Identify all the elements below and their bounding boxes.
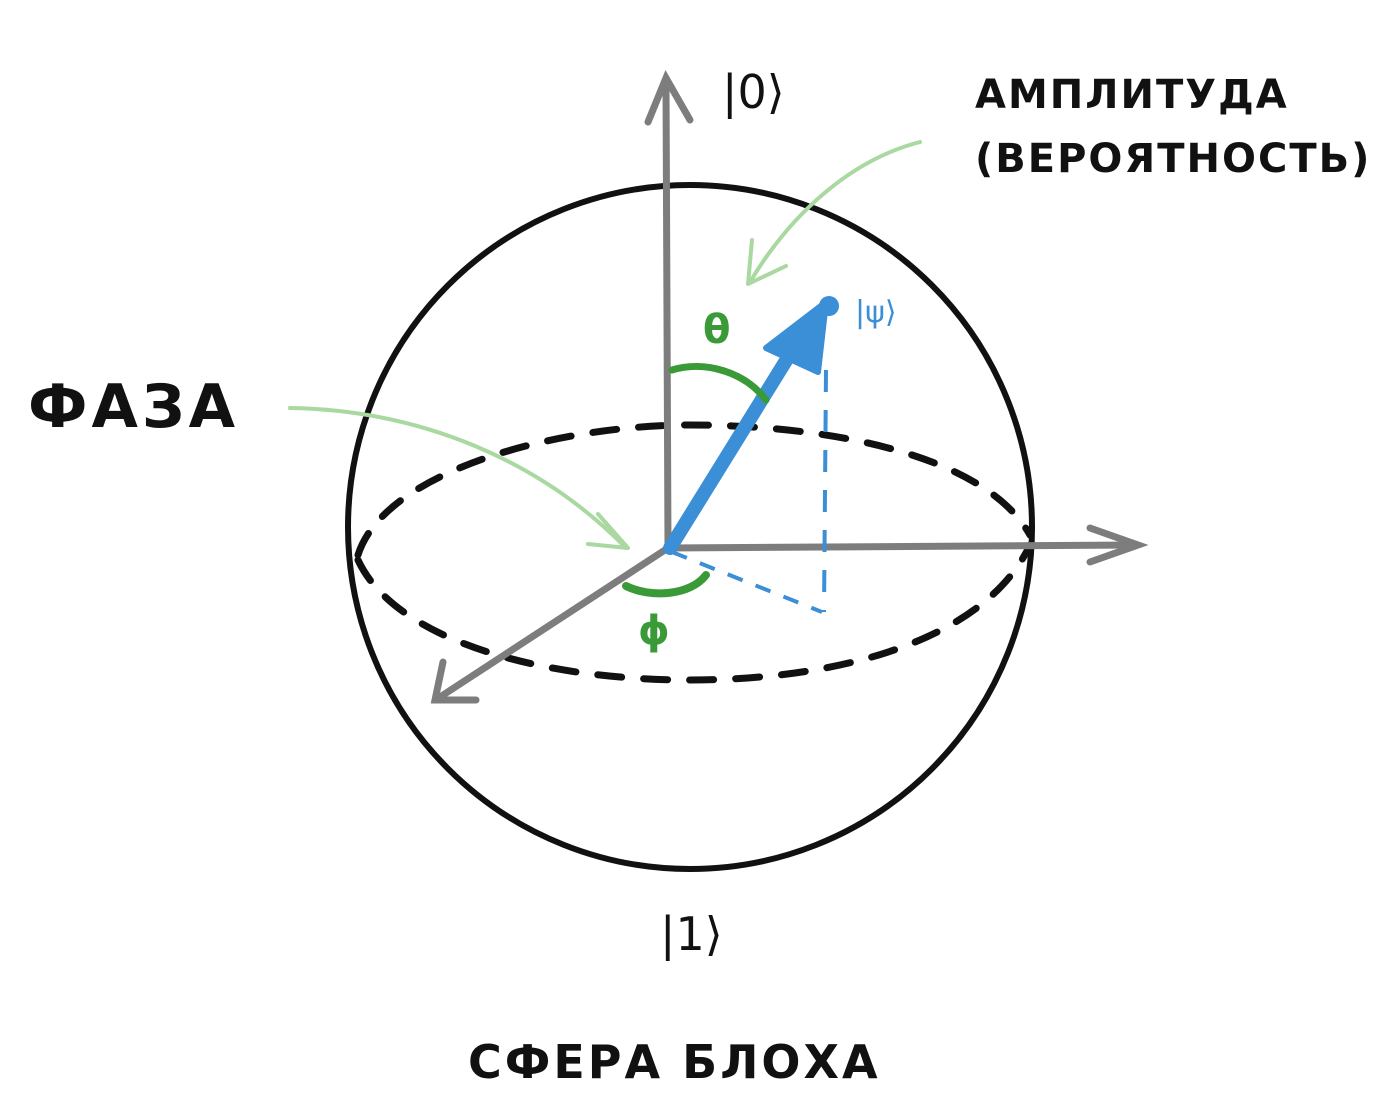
amplitude-pointer-arrowhead	[746, 238, 788, 286]
ket-zero-label: |0⟩	[722, 65, 785, 120]
phase-pointer-arrow	[288, 406, 628, 550]
state-vector-arrowhead	[763, 299, 829, 375]
ket-psi-label: |ψ⟩	[855, 295, 897, 330]
y-axis	[664, 541, 1139, 552]
ket-one-label: |1⟩	[660, 907, 723, 962]
theta-label: θ	[703, 307, 730, 353]
equator-front-dashed	[354, 541, 1034, 684]
state-vector-shaft	[663, 331, 807, 555]
axes	[430, 70, 1149, 704]
phi-arc	[622, 571, 710, 598]
state-point	[819, 296, 839, 316]
equator-back-dashed	[354, 421, 1034, 559]
y-axis-arrowhead	[1086, 524, 1149, 566]
projection-vertical-dashed	[822, 369, 828, 613]
theta-arc	[668, 363, 770, 404]
amplitude-label-line1: АМПЛИТУДА	[975, 72, 1289, 118]
phi-label: ϕ	[638, 608, 670, 654]
phase-label: ФАЗА	[28, 372, 239, 442]
z-axis-arrowhead	[644, 70, 694, 126]
x-axis-arrowhead	[430, 658, 480, 704]
z-axis	[662, 81, 672, 552]
diagram-caption: СФЕРА БЛОХА	[468, 1035, 881, 1089]
projection-base-dashed	[671, 550, 823, 614]
amplitude-label-line2: (ВЕРОЯТНОСТЬ)	[975, 136, 1371, 182]
x-axis	[436, 544, 672, 701]
sphere-outline	[345, 182, 1035, 872]
amplitude-pointer-arrow	[748, 140, 922, 284]
phase-pointer-arrowhead	[586, 512, 630, 550]
